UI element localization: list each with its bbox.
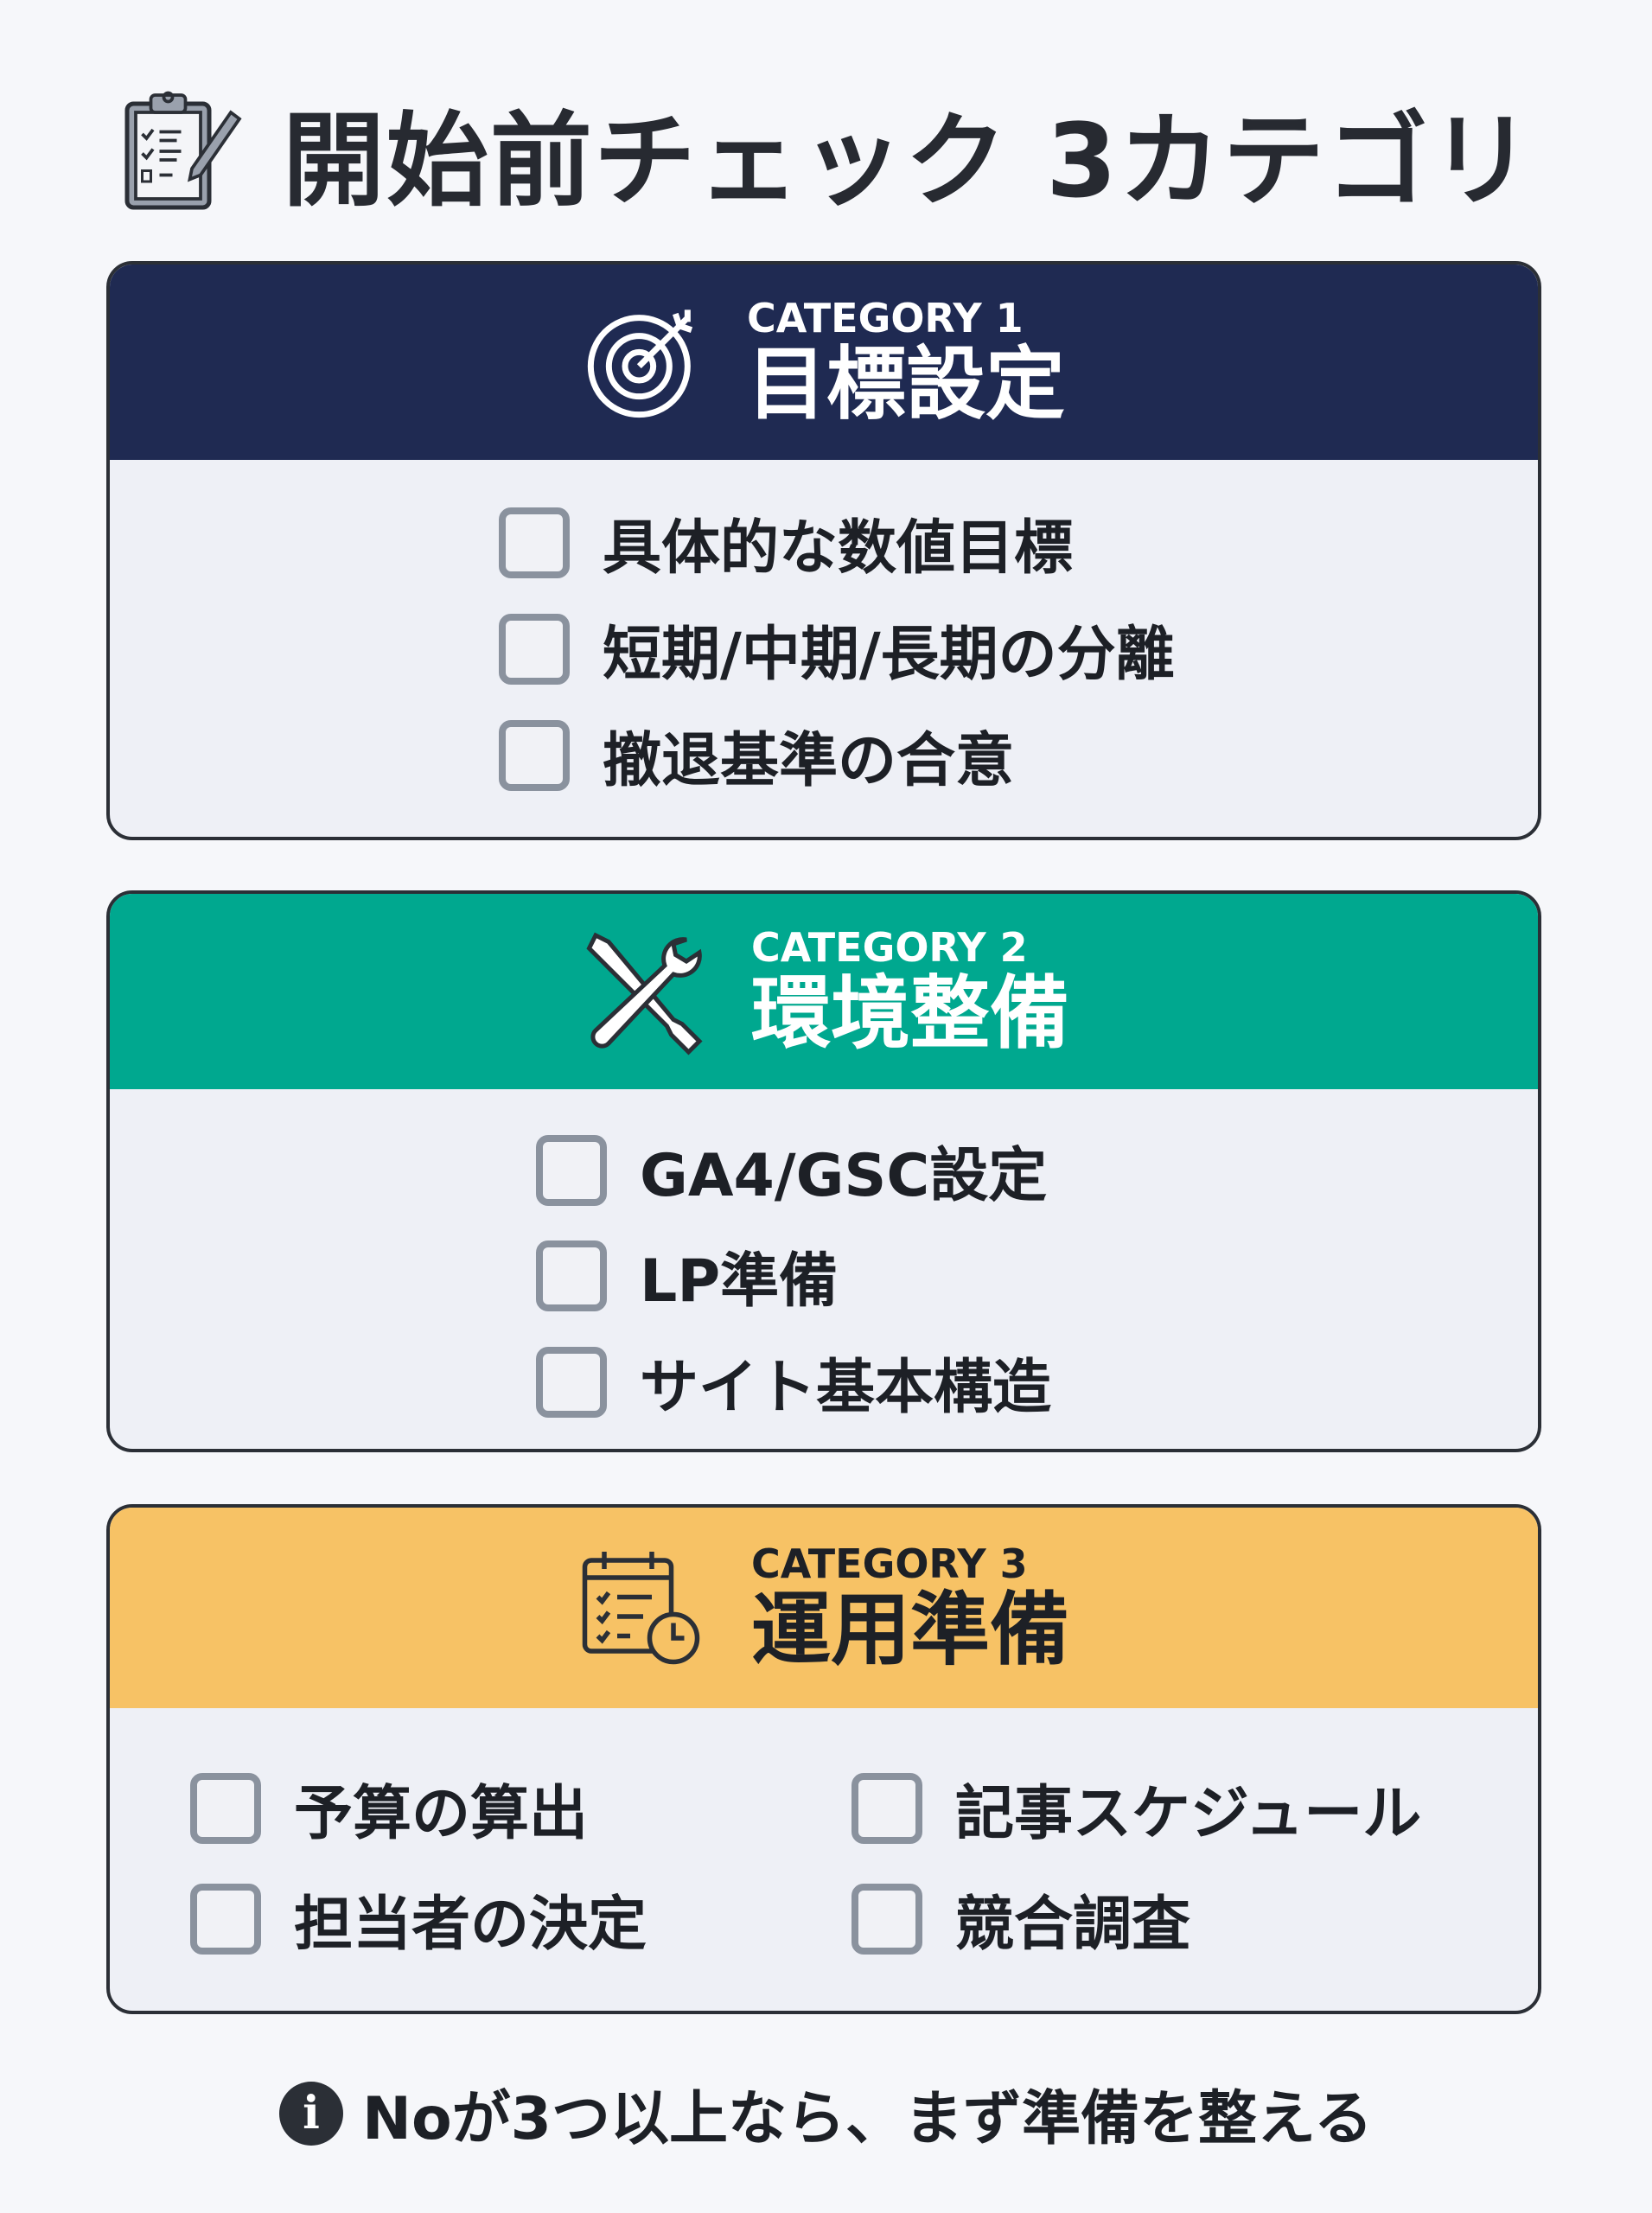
checklist-item[interactable]: 予算の算出 [190, 1765, 588, 1851]
category-card-3: CATEGORY 3 運用準備 予算の算出 担当者の決定 記事スケジュール 競合… [106, 1504, 1541, 2014]
checkbox[interactable] [536, 1240, 607, 1311]
item-label: 具体的な数値目標 [603, 514, 1074, 583]
category-name: 環境整備 [750, 966, 1069, 1060]
category-header: CATEGORY 3 運用準備 [110, 1508, 1538, 1708]
item-label: 短期/中期/長期の分離 [603, 621, 1175, 689]
checklist-item[interactable]: 担当者の決定 [190, 1876, 647, 1961]
checkbox[interactable] [190, 1772, 261, 1844]
checkbox[interactable] [499, 719, 570, 791]
item-label: GA4/GSC設定 [640, 1142, 1048, 1210]
footer-note: i Noが3つ以上なら、まず準備を整える [0, 2070, 1652, 2156]
category-card-1: CATEGORY 1 目標設定 具体的な数値目標 短期/中期/長期の分離 撤退基… [106, 261, 1541, 840]
checklist-item[interactable]: LP準備 [536, 1233, 838, 1318]
target-icon [587, 309, 693, 418]
category-header: CATEGORY 2 環境整備 [110, 894, 1538, 1089]
item-label: 撤退基準の合意 [603, 727, 1015, 795]
checkbox[interactable] [536, 1346, 607, 1418]
info-icon: i [279, 2081, 344, 2146]
category-card-2: CATEGORY 2 環境整備 GA4/GSC設定 LP準備 サイト基本構造 [106, 890, 1541, 1452]
clipboard-checklist-icon [124, 91, 242, 210]
checkbox[interactable] [499, 507, 570, 578]
item-label: 記事スケジュール [955, 1780, 1422, 1848]
category-name: 目標設定 [746, 337, 1065, 430]
tools-icon [586, 932, 703, 1055]
item-label: サイト基本構造 [640, 1354, 1052, 1422]
category-name: 運用準備 [750, 1583, 1069, 1676]
category-header: CATEGORY 1 目標設定 [110, 265, 1538, 460]
checkbox[interactable] [499, 613, 570, 685]
checklist-item[interactable]: 撤退基準の合意 [499, 712, 1014, 798]
item-label: 予算の算出 [294, 1780, 589, 1848]
checkbox[interactable] [852, 1772, 922, 1844]
checklist-item[interactable]: 記事スケジュール [852, 1765, 1421, 1851]
page-title: 開始前チェック 3カテゴリ [282, 100, 1534, 220]
category-label: CATEGORY 2 [750, 924, 1028, 972]
page-header: 開始前チェック 3カテゴリ [0, 82, 1652, 220]
checklist-item[interactable]: 競合調査 [852, 1876, 1190, 1961]
checklist-item[interactable]: GA4/GSC設定 [536, 1127, 1047, 1213]
footer-text: Noが3つ以上なら、まず準備を整える [362, 2085, 1373, 2153]
checkbox[interactable] [536, 1134, 607, 1206]
category-label: CATEGORY 1 [746, 295, 1024, 342]
item-label: LP準備 [640, 1247, 839, 1316]
calendar-clock-icon [582, 1552, 700, 1665]
checklist-item[interactable]: 短期/中期/長期の分離 [499, 606, 1175, 692]
item-label: 競合調査 [955, 1891, 1191, 1959]
item-label: 担当者の決定 [294, 1891, 647, 1959]
checklist-item[interactable]: 具体的な数値目標 [499, 500, 1073, 585]
checkbox[interactable] [852, 1883, 922, 1955]
category-label: CATEGORY 3 [750, 1540, 1028, 1588]
checkbox[interactable] [190, 1883, 261, 1955]
checklist-item[interactable]: サイト基本構造 [536, 1339, 1051, 1425]
